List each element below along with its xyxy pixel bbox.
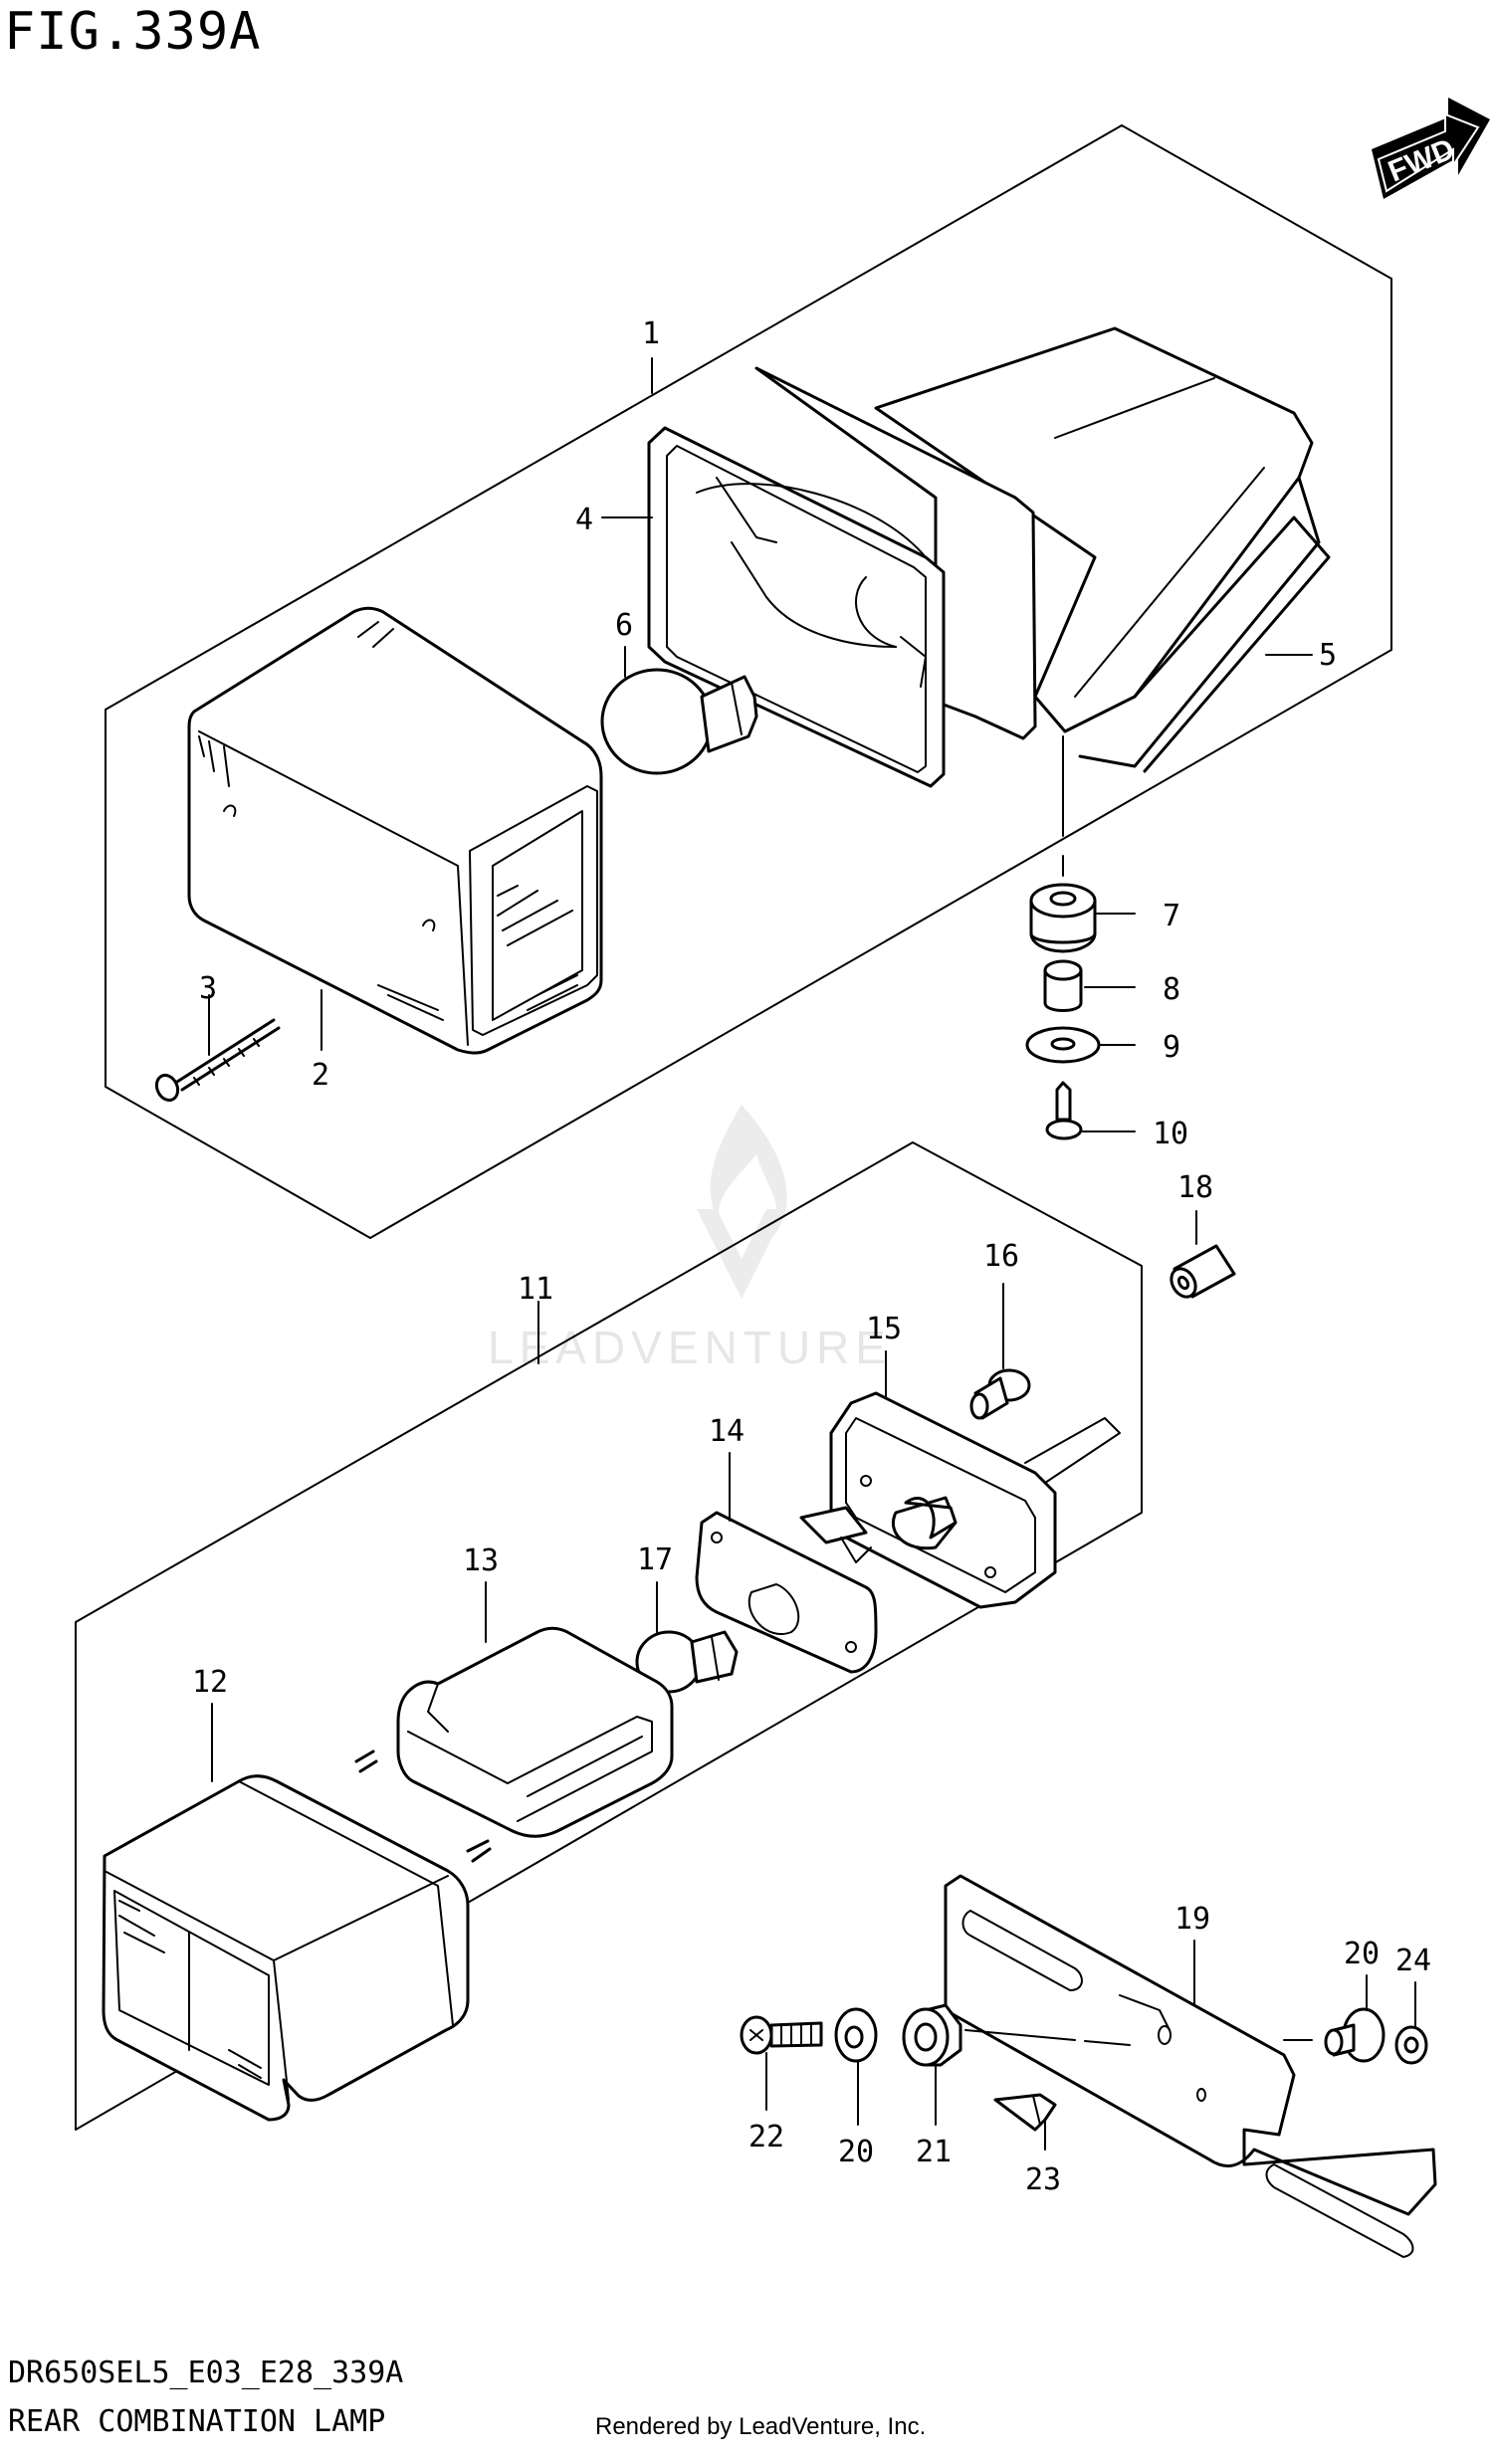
- callout-4: 4: [575, 503, 593, 537]
- part-20-washer-left: [834, 2007, 878, 2063]
- part-2-lens: [187, 606, 603, 1055]
- part-6-bulb-icon: [600, 668, 758, 775]
- part-13-reflector: [396, 1626, 674, 1838]
- watermark-text: LEADVENTURE: [488, 1322, 892, 1373]
- callout-10: 10: [1153, 1117, 1188, 1151]
- part-7-grommet: [1029, 883, 1097, 953]
- callout-24: 24: [1395, 1944, 1431, 1978]
- callout-19: 19: [1174, 1902, 1210, 1937]
- callout-labels: 1 2 3 4 5 6 7 8 9 10 11 12 13 14 15 16 1…: [192, 316, 1431, 2197]
- callout-1: 1: [642, 316, 660, 351]
- callout-5: 5: [1319, 638, 1337, 673]
- callout-11: 11: [518, 1272, 553, 1307]
- rendered-by-credit: Rendered by LeadVenture, Inc.: [595, 2413, 927, 2440]
- bolt-centerline: [964, 2029, 1131, 2046]
- callout-22: 22: [748, 2120, 784, 2155]
- callout-7: 7: [1163, 899, 1180, 933]
- part-5-housing: [874, 326, 1331, 773]
- callout-20-right: 20: [1344, 1937, 1380, 1971]
- part-9-washer: [1025, 1026, 1101, 1064]
- callout-2: 2: [312, 1058, 329, 1093]
- callout-17: 17: [637, 1542, 673, 1577]
- part-20-washer-right: [1324, 2007, 1386, 2063]
- callout-6: 6: [615, 608, 633, 643]
- part-19-bracket: [944, 1874, 1437, 2258]
- callout-21: 21: [916, 2135, 952, 2169]
- figure-title: FIG.339A: [4, 2, 262, 62]
- assembly-name: REAR COMBINATION LAMP: [8, 2404, 386, 2439]
- callout-13: 13: [463, 1543, 499, 1578]
- callout-12: 12: [192, 1665, 228, 1700]
- callout-3: 3: [199, 971, 217, 1006]
- part-4-gasket: [647, 366, 1037, 788]
- part-14-base-plate: [695, 1511, 878, 1674]
- part-10-screw: [1045, 1081, 1083, 1140]
- callout-8: 8: [1163, 972, 1180, 1007]
- watermark: LEADVENTURE: [488, 1105, 892, 1373]
- part-15-license-lamp-housing: [799, 1391, 1121, 1609]
- model-code: DR650SEL5_E03_E28_339A: [8, 2356, 404, 2390]
- lower-assembly-frame: [75, 1141, 1143, 2131]
- part-22-screw: [740, 2015, 823, 2055]
- leader-lines: [208, 357, 1416, 2151]
- upper-assembly-frame: [105, 124, 1392, 1239]
- callout-23: 23: [1025, 2162, 1061, 2197]
- part-16-grommet: [969, 1368, 1031, 1420]
- callout-18: 18: [1177, 1170, 1213, 1205]
- callout-14: 14: [709, 1414, 745, 1449]
- fwd-direction-icon: FWD: [1372, 98, 1490, 199]
- part-12-tail-lamp: [102, 1749, 492, 2122]
- callout-15: 15: [866, 1312, 902, 1346]
- part-21-grommet: [902, 2003, 962, 2067]
- part-8-collar: [1043, 959, 1083, 1012]
- callout-9: 9: [1163, 1030, 1180, 1065]
- part-18-collar: [1170, 1244, 1236, 1299]
- part-23-cable-clamp: [993, 2093, 1057, 2132]
- part-24-nut: [1394, 2025, 1428, 2065]
- part-3-screw: [154, 1018, 281, 1103]
- part-17-bulb-icon: [635, 1630, 739, 1694]
- callout-16: 16: [983, 1239, 1019, 1274]
- callout-20-left: 20: [838, 2135, 874, 2169]
